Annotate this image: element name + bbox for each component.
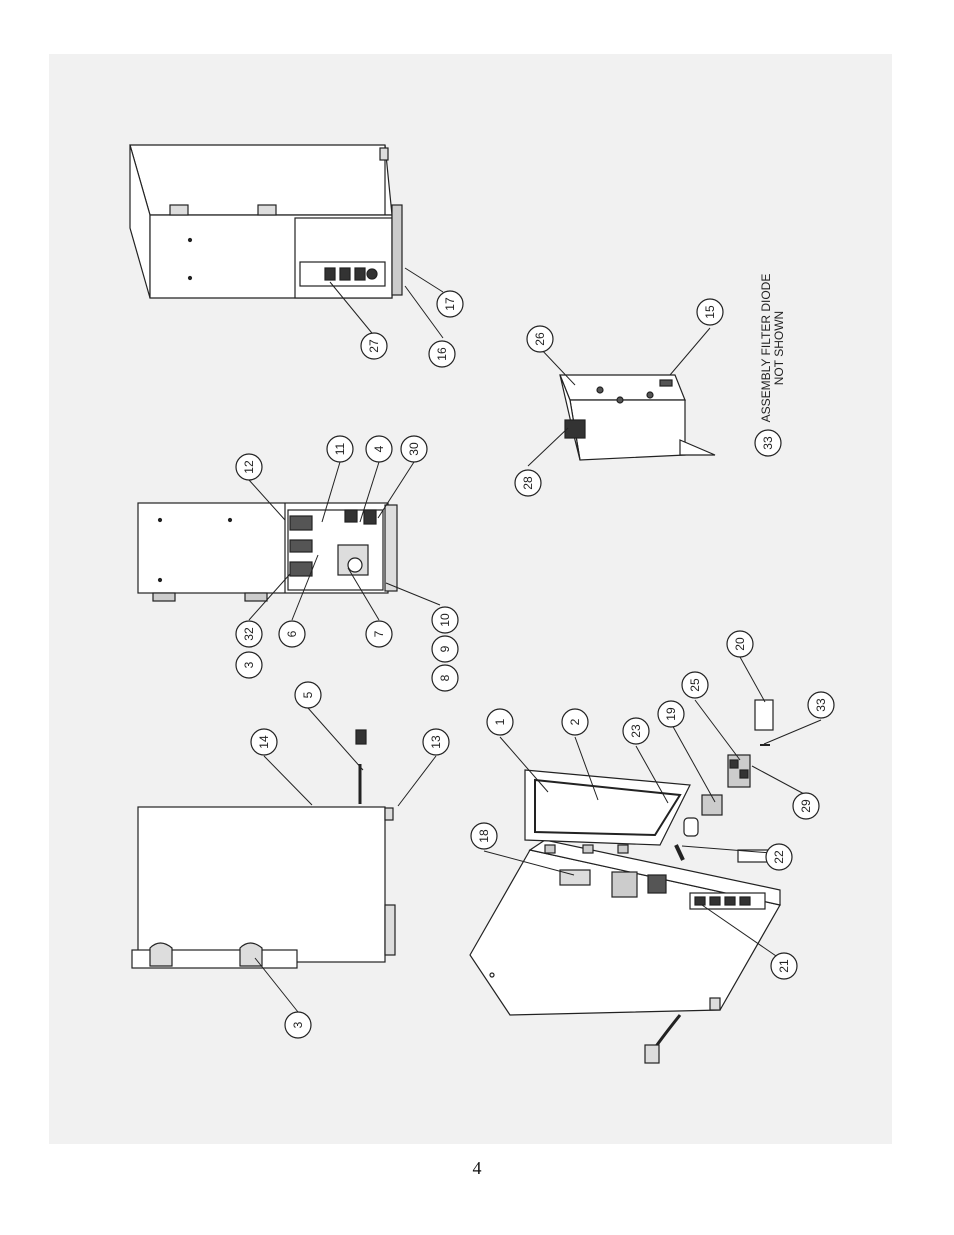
callout-15-label: 15 bbox=[703, 305, 717, 319]
callout-20: 20 bbox=[726, 630, 754, 658]
callout-5-label: 5 bbox=[301, 691, 315, 698]
callout-30-label: 30 bbox=[407, 442, 421, 456]
callout-16-label: 16 bbox=[435, 347, 449, 361]
callout-22: 22 bbox=[765, 843, 793, 871]
callout-markers: 27 16 17 12 11 4 30 3 32 6 7 10 9 8 26 2… bbox=[235, 290, 835, 1039]
callout-21: 21 bbox=[770, 952, 798, 980]
callout-7: 7 bbox=[365, 620, 393, 648]
callout-6-label: 6 bbox=[285, 630, 299, 637]
callout-32-label: 32 bbox=[242, 627, 256, 641]
callout-19: 19 bbox=[657, 700, 685, 728]
callout-8-label: 8 bbox=[438, 674, 452, 681]
note-filter-diode: 33 ASSEMBLY FILTER DIODE NOT SHOWN bbox=[754, 274, 786, 457]
leader-lines bbox=[248, 267, 822, 1013]
callout-10-label: 10 bbox=[438, 613, 452, 627]
callout-19-label: 19 bbox=[664, 707, 678, 721]
callout-28: 28 bbox=[514, 469, 542, 497]
callout-12: 12 bbox=[235, 453, 263, 481]
callout-8: 8 bbox=[431, 664, 459, 692]
callout-1-label: 1 bbox=[493, 718, 507, 725]
callout-9-label: 9 bbox=[438, 645, 452, 652]
callout-17: 17 bbox=[436, 290, 464, 318]
callout-11: 11 bbox=[326, 435, 354, 463]
bracket-assembly-view bbox=[559, 374, 716, 461]
callout-25: 25 bbox=[681, 671, 709, 699]
callout-3a-label: 3 bbox=[291, 1021, 305, 1028]
callout-10: 10 bbox=[431, 606, 459, 634]
callout-33: 33 bbox=[807, 691, 835, 719]
callout-29: 29 bbox=[792, 792, 820, 820]
callout-11-label: 11 bbox=[333, 442, 347, 455]
callout-7-label: 7 bbox=[372, 630, 386, 637]
callout-26-label: 26 bbox=[533, 332, 547, 346]
note-callout-label: 33 bbox=[761, 436, 775, 450]
unit-view-middle bbox=[137, 502, 398, 602]
callout-15: 15 bbox=[696, 298, 724, 326]
callout-26: 26 bbox=[526, 325, 554, 353]
callout-16: 16 bbox=[428, 340, 456, 368]
callout-33-label: 33 bbox=[814, 698, 828, 712]
unit-view-left bbox=[131, 729, 396, 969]
unit-view-exploded bbox=[469, 699, 781, 1064]
callout-28-label: 28 bbox=[521, 476, 535, 490]
callout-20-label: 20 bbox=[733, 637, 747, 651]
callout-5: 5 bbox=[294, 681, 322, 709]
callout-3a: 3 bbox=[284, 1011, 312, 1039]
page-number: 4 bbox=[472, 1158, 482, 1178]
callout-17-label: 17 bbox=[443, 297, 457, 311]
callout-27: 27 bbox=[360, 332, 388, 360]
note-line-2: NOT SHOWN bbox=[772, 311, 786, 385]
callout-13-label: 13 bbox=[429, 735, 443, 749]
callout-18-label: 18 bbox=[477, 829, 491, 843]
callout-4: 4 bbox=[365, 435, 393, 463]
callout-9: 9 bbox=[431, 635, 459, 663]
callout-29-label: 29 bbox=[799, 799, 813, 813]
callout-14: 14 bbox=[250, 728, 278, 756]
callout-25-label: 25 bbox=[688, 678, 702, 692]
callout-1: 1 bbox=[486, 708, 514, 736]
callout-21-label: 21 bbox=[777, 959, 791, 973]
callout-27-label: 27 bbox=[367, 339, 381, 353]
callout-12-label: 12 bbox=[242, 460, 256, 474]
callout-2-label: 2 bbox=[568, 718, 582, 725]
callout-2: 2 bbox=[561, 708, 589, 736]
callout-32: 32 bbox=[235, 620, 263, 648]
note-line-1: ASSEMBLY FILTER DIODE bbox=[759, 274, 773, 423]
callout-3b: 3 bbox=[235, 651, 263, 679]
callout-13: 13 bbox=[422, 728, 450, 756]
callout-18: 18 bbox=[470, 822, 498, 850]
callout-30: 30 bbox=[400, 435, 428, 463]
unit-view-top-right bbox=[129, 144, 403, 299]
callout-6: 6 bbox=[278, 620, 306, 648]
callout-4-label: 4 bbox=[372, 445, 386, 452]
callout-22-label: 22 bbox=[772, 850, 786, 864]
callout-14-label: 14 bbox=[257, 735, 271, 749]
callout-23: 23 bbox=[622, 717, 650, 745]
callout-3b-label: 3 bbox=[242, 661, 256, 668]
callout-23-label: 23 bbox=[629, 724, 643, 738]
